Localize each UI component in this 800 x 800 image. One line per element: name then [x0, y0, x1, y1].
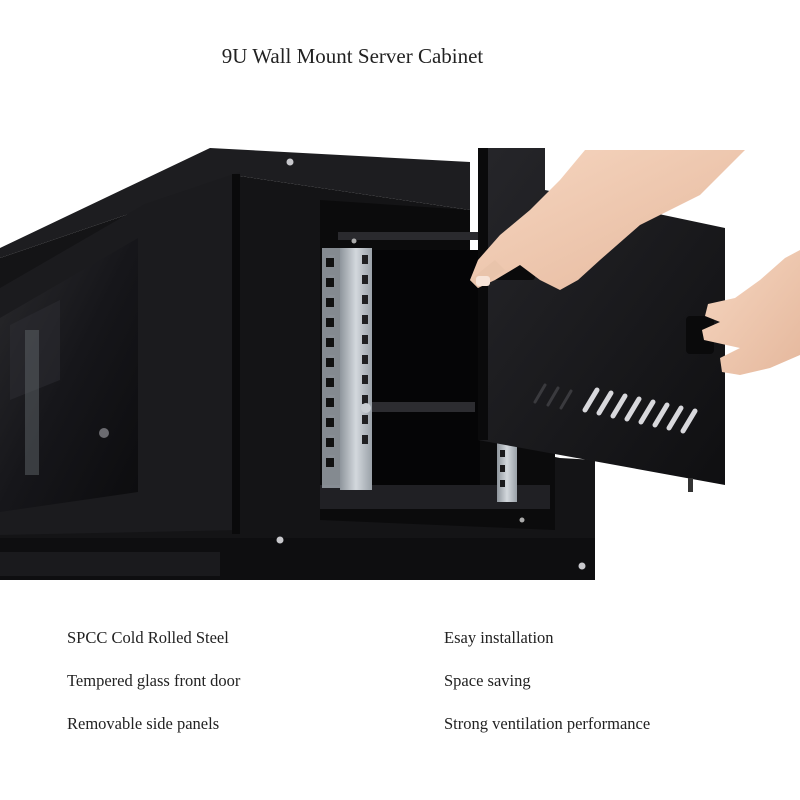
- feature-list: SPCC Cold Rolled Steel Tempered glass fr…: [0, 628, 800, 748]
- feature-item: SPCC Cold Rolled Steel: [67, 628, 229, 647]
- feature-item: Tempered glass front door: [67, 671, 241, 690]
- page-title: 9U Wall Mount Server Cabinet: [221, 44, 484, 68]
- feature-item: Strong ventilation performance: [444, 714, 651, 733]
- feature-item: Space saving: [444, 671, 531, 690]
- product-photo: [0, 148, 800, 580]
- feature-item: Removable side panels: [67, 714, 220, 733]
- feature-item: Esay installation: [444, 628, 554, 647]
